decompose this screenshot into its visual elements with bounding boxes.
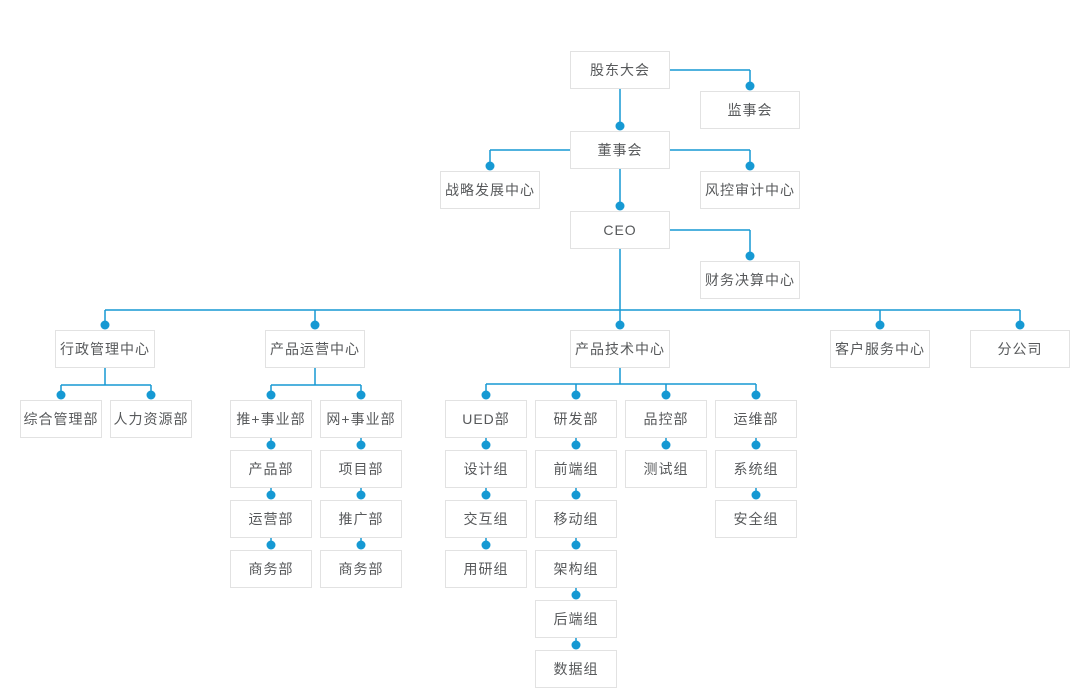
connector-dot xyxy=(745,251,755,261)
org-node-architecture-team: 架构组 xyxy=(535,550,617,588)
connector-dot xyxy=(571,590,581,600)
org-node-branch-company: 分公司 xyxy=(970,330,1070,368)
org-node-customer-service-center: 客户服务中心 xyxy=(830,330,930,368)
connector-dot xyxy=(745,161,755,171)
connector-dot xyxy=(481,540,491,550)
org-node-ued-dept: UED部 xyxy=(445,400,527,438)
org-node-shareholders-meeting: 股东大会 xyxy=(570,51,670,89)
connector-dot xyxy=(571,540,581,550)
connector-dot xyxy=(615,201,625,211)
connector-dot xyxy=(266,440,276,450)
connector-dot xyxy=(571,490,581,500)
connector-dot xyxy=(56,390,66,400)
org-node-hr-dept: 人力资源部 xyxy=(110,400,192,438)
org-node-tui-business-dept: 推+事业部 xyxy=(230,400,312,438)
connector-dot xyxy=(615,320,625,330)
org-node-supervisory-board: 监事会 xyxy=(700,91,800,129)
connector-dot xyxy=(571,640,581,650)
connector-dot xyxy=(356,540,366,550)
org-node-business-dept-2: 商务部 xyxy=(320,550,402,588)
org-node-qc-dept: 品控部 xyxy=(625,400,707,438)
connector-dot xyxy=(266,490,276,500)
org-node-product-technology-center: 产品技术中心 xyxy=(570,330,670,368)
org-node-general-management-dept: 综合管理部 xyxy=(20,400,102,438)
org-node-frontend-team: 前端组 xyxy=(535,450,617,488)
org-node-backend-team: 后端组 xyxy=(535,600,617,638)
connector-dot xyxy=(310,320,320,330)
org-node-om-dept: 运维部 xyxy=(715,400,797,438)
org-node-system-team: 系统组 xyxy=(715,450,797,488)
connector-dot xyxy=(571,390,581,400)
connector-dot xyxy=(356,390,366,400)
connector-dot xyxy=(661,390,671,400)
org-node-testing-team: 测试组 xyxy=(625,450,707,488)
org-node-financial-settlement-center: 财务决算中心 xyxy=(700,261,800,299)
connector-dot xyxy=(356,440,366,450)
org-node-mobile-team: 移动组 xyxy=(535,500,617,538)
org-node-design-team: 设计组 xyxy=(445,450,527,488)
connector-dot xyxy=(266,540,276,550)
org-node-ceo: CEO xyxy=(570,211,670,249)
org-node-data-team: 数据组 xyxy=(535,650,617,688)
connector-dot xyxy=(1015,320,1025,330)
org-node-wang-business-dept: 网+事业部 xyxy=(320,400,402,438)
connector-dot xyxy=(751,440,761,450)
org-node-user-research-team: 用研组 xyxy=(445,550,527,588)
connector-dot xyxy=(485,161,495,171)
org-node-security-team: 安全组 xyxy=(715,500,797,538)
connector-dot xyxy=(571,440,581,450)
connector-dot xyxy=(481,490,491,500)
org-node-product-operation-center: 产品运营中心 xyxy=(265,330,365,368)
connector-dot xyxy=(745,81,755,91)
org-node-admin-management-center: 行政管理中心 xyxy=(55,330,155,368)
connector-dot xyxy=(875,320,885,330)
org-node-product-dept: 产品部 xyxy=(230,450,312,488)
org-node-operation-dept: 运营部 xyxy=(230,500,312,538)
connector-dot xyxy=(751,490,761,500)
org-node-promotion-dept: 推广部 xyxy=(320,500,402,538)
connector-dot xyxy=(661,440,671,450)
connector-dot xyxy=(356,490,366,500)
org-node-rd-dept: 研发部 xyxy=(535,400,617,438)
connector-dot xyxy=(100,320,110,330)
connector-dot xyxy=(751,390,761,400)
connector-dot xyxy=(615,121,625,131)
connector-dot xyxy=(266,390,276,400)
connector-dot xyxy=(146,390,156,400)
org-node-strategic-development-center: 战略发展中心 xyxy=(440,171,540,209)
connector-dot xyxy=(481,390,491,400)
org-node-interaction-team: 交互组 xyxy=(445,500,527,538)
org-node-project-dept: 项目部 xyxy=(320,450,402,488)
org-node-risk-audit-center: 风控审计中心 xyxy=(700,171,800,209)
org-node-board-of-directors: 董事会 xyxy=(570,131,670,169)
org-node-business-dept-1: 商务部 xyxy=(230,550,312,588)
connector-dot xyxy=(481,440,491,450)
